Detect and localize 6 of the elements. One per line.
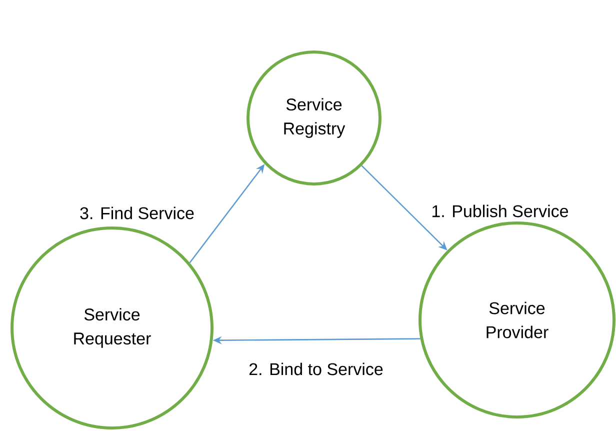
circle-node: Service Provider	[418, 222, 616, 418]
edge-label: 2. Bind to Service	[248, 362, 384, 376]
edge-label: 1. Publish Service	[430, 204, 570, 218]
circle-node: Service Requester	[10, 226, 214, 430]
edge-label: 3. Find Service	[78, 206, 196, 220]
circle-node: Service Registry	[246, 50, 382, 186]
